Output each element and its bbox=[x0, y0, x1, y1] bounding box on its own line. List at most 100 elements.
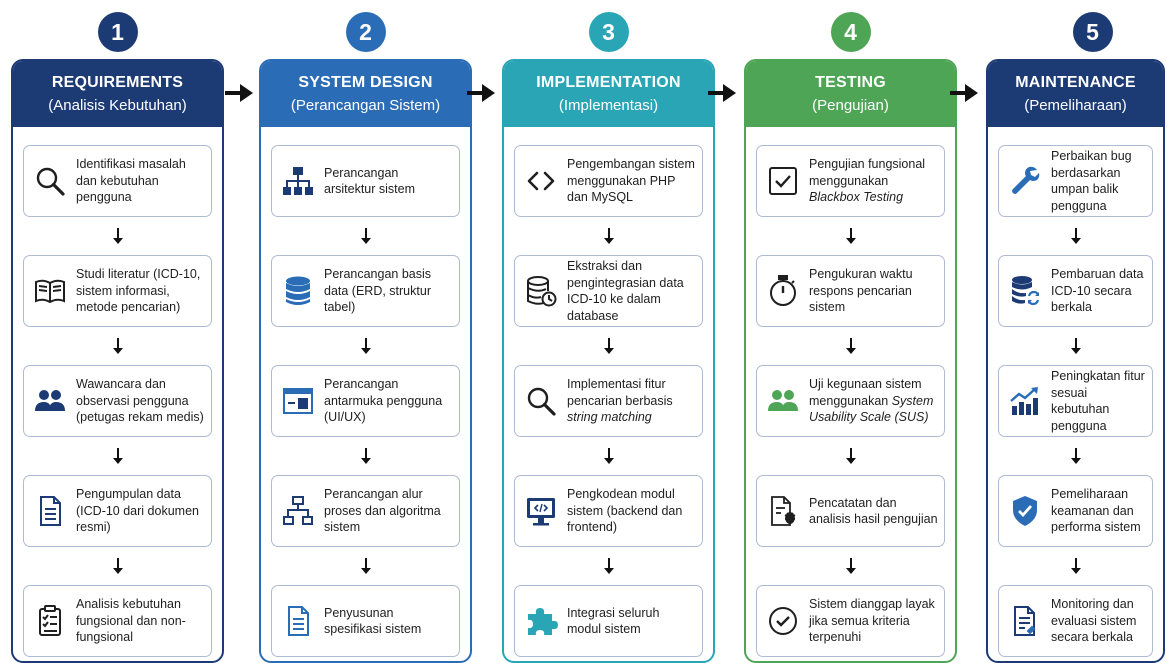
code-brackets-icon bbox=[515, 164, 567, 198]
phase-title: REQUIREMENTS bbox=[51, 73, 184, 91]
wrench-icon bbox=[999, 164, 1051, 198]
step-text: Pengujian fungsional menggunakan Blackbo… bbox=[809, 156, 944, 206]
step-text: Perancangan arsitektur sistem bbox=[324, 165, 415, 197]
step-box: Ekstraksi dan pengintegrasian data ICD-1… bbox=[514, 255, 703, 327]
step-text: Perancangan antarmuka pengguna (UI/UX) bbox=[324, 377, 443, 425]
step-box: Perancangan antarmuka pengguna (UI/UX) bbox=[271, 365, 460, 437]
phase-subtitle: (Pengujian) bbox=[812, 96, 889, 114]
phase-column: REQUIREMENTS (Analisis Kebutuhan) Identi… bbox=[11, 59, 224, 663]
step-box: Peningkatan fitur sesuai kebutuhan pengg… bbox=[998, 365, 1153, 437]
step-text: Perancangan basis data (ERD, struktur ta… bbox=[324, 267, 432, 315]
down-arrow bbox=[756, 327, 945, 365]
report-icon bbox=[999, 604, 1051, 638]
phase-subtitle: (Perancangan Sistem) bbox=[290, 96, 441, 114]
step-text: Identifikasi masalah dan kebutuhan pengg… bbox=[76, 157, 186, 205]
monitor-code-icon bbox=[515, 494, 567, 528]
step-text: Pengumpulan data (ICD-10 dari dokumen re… bbox=[76, 487, 199, 535]
step-text: Pencatatan dan analisis hasil pengujian bbox=[809, 495, 938, 527]
down-arrow bbox=[998, 437, 1153, 475]
down-arrow bbox=[271, 217, 460, 255]
step-box: Wawancara dan observasi pengguna (petuga… bbox=[23, 365, 212, 437]
step-text: Pembaruan data ICD-10 secara berkala bbox=[1051, 267, 1144, 315]
step-box: Pengukuran waktu respons pencarian siste… bbox=[756, 255, 945, 327]
step-text: Wawancara dan observasi pengguna (petuga… bbox=[76, 377, 204, 425]
checkbox-icon bbox=[757, 164, 809, 198]
step-box: Pengembangan sistem menggunakan PHP dan … bbox=[514, 145, 703, 217]
down-arrow bbox=[514, 327, 703, 365]
magnifier-icon bbox=[24, 164, 76, 198]
down-arrow bbox=[756, 217, 945, 255]
puzzle-icon bbox=[515, 604, 567, 638]
step-box: Analisis kebutuhan fungsional dan non-fu… bbox=[23, 585, 212, 657]
step-text: Sistem dianggap layak jika semua kriteri… bbox=[809, 597, 935, 645]
step-text-italic: string matching bbox=[567, 410, 652, 425]
step-box: Perancangan alur proses dan algoritma si… bbox=[271, 475, 460, 547]
check-circle-icon bbox=[757, 604, 809, 638]
down-arrow bbox=[23, 327, 212, 365]
step-box: Implementasi fitur pencarian berbasis st… bbox=[514, 365, 703, 437]
phase-subtitle: (Pemeliharaan) bbox=[1024, 96, 1127, 114]
magnifier-icon bbox=[515, 384, 567, 418]
step-box: Perbaikan bug berdasarkan umpan balik pe… bbox=[998, 145, 1153, 217]
step-text: Monitoring dan evaluasi sistem secara be… bbox=[1051, 597, 1137, 645]
step-box: Monitoring dan evaluasi sistem secara be… bbox=[998, 585, 1153, 657]
step-text: Implementasi fitur pencarian berbasis st… bbox=[567, 376, 702, 426]
step-box: Integrasi seluruh modul sistem bbox=[514, 585, 703, 657]
step-text-italic: System Usability Scale (SUS) bbox=[809, 393, 934, 425]
step-text: Penyusunan spesifikasi sistem bbox=[324, 605, 422, 637]
right-arrow bbox=[708, 84, 736, 102]
down-arrow bbox=[998, 547, 1153, 585]
down-arrow bbox=[514, 217, 703, 255]
users-icon bbox=[757, 384, 809, 418]
down-arrow bbox=[23, 547, 212, 585]
step-text: Perbaikan bug berdasarkan umpan balik pe… bbox=[1051, 149, 1132, 213]
step-box: Pencatatan dan analisis hasil pengujian bbox=[756, 475, 945, 547]
right-arrow bbox=[950, 84, 978, 102]
phase-maintenance: 5 MAINTENANCE (Pemeliharaan) Perbaikan b… bbox=[986, 0, 1167, 663]
step-box: Pengkodean modul sistem (backend dan fro… bbox=[514, 475, 703, 547]
step-text: Pengukuran waktu respons pencarian siste… bbox=[809, 267, 913, 315]
phase-system-design: 2 SYSTEM DESIGN (Perancangan Sistem) Per… bbox=[259, 0, 472, 663]
step-text: Analisis kebutuhan fungsional dan non-fu… bbox=[76, 597, 186, 645]
phase-title: IMPLEMENTATION bbox=[536, 73, 681, 91]
phase-title: SYSTEM DESIGN bbox=[298, 73, 433, 91]
down-arrow bbox=[514, 437, 703, 475]
down-arrow bbox=[756, 437, 945, 475]
step-box: Perancangan basis data (ERD, struktur ta… bbox=[271, 255, 460, 327]
step-box: Pembaruan data ICD-10 secara berkala bbox=[998, 255, 1153, 327]
step-box: Pengujian fungsional menggunakan Blackbo… bbox=[756, 145, 945, 217]
phase-header: IMPLEMENTATION (Implementasi) bbox=[504, 61, 713, 127]
database-sync-icon bbox=[999, 274, 1051, 308]
database-icon bbox=[272, 274, 324, 308]
step-text-plain: Uji kegunaan sistem menggunakan bbox=[809, 377, 922, 408]
phase-header: SYSTEM DESIGN (Perancangan Sistem) bbox=[261, 61, 470, 127]
users-icon bbox=[24, 384, 76, 418]
phase-column: IMPLEMENTATION (Implementasi) Pengembang… bbox=[502, 59, 715, 663]
step-box: Identifikasi masalah dan kebutuhan pengg… bbox=[23, 145, 212, 217]
document-icon bbox=[272, 604, 324, 638]
down-arrow bbox=[271, 547, 460, 585]
right-arrow bbox=[225, 84, 253, 102]
step-box: Penyusunan spesifikasi sistem bbox=[271, 585, 460, 657]
step-text: Pengembangan sistem menggunakan PHP dan … bbox=[567, 157, 695, 205]
down-arrow bbox=[514, 547, 703, 585]
step-text: Ekstraksi dan pengintegrasian data ICD-1… bbox=[567, 259, 684, 323]
phase-title: TESTING bbox=[815, 73, 886, 91]
phase-column: TESTING (Pengujian) Pengujian fungsional… bbox=[744, 59, 957, 663]
down-arrow bbox=[998, 217, 1153, 255]
phase-number-badge: 1 bbox=[97, 12, 138, 52]
phase-subtitle: (Analisis Kebutuhan) bbox=[48, 96, 187, 114]
step-text-plain: Pengujian fungsional menggunakan bbox=[809, 157, 926, 188]
step-text-plain: Implementasi fitur pencarian berbasis bbox=[567, 377, 673, 408]
phase-number-badge: 5 bbox=[1072, 12, 1113, 52]
step-box: Perancangan arsitektur sistem bbox=[271, 145, 460, 217]
step-box: Pemeliharaan keamanan dan performa siste… bbox=[998, 475, 1153, 547]
document-bug-icon bbox=[757, 494, 809, 528]
step-text: Integrasi seluruh modul sistem bbox=[567, 605, 660, 637]
step-text: Perancangan alur proses dan algoritma si… bbox=[324, 487, 441, 535]
down-arrow bbox=[23, 217, 212, 255]
flowchart-icon bbox=[272, 494, 324, 528]
phase-title: MAINTENANCE bbox=[1015, 73, 1136, 91]
phase-requirements: 1 REQUIREMENTS (Analisis Kebutuhan) Iden… bbox=[11, 0, 224, 663]
right-arrow bbox=[467, 84, 495, 102]
